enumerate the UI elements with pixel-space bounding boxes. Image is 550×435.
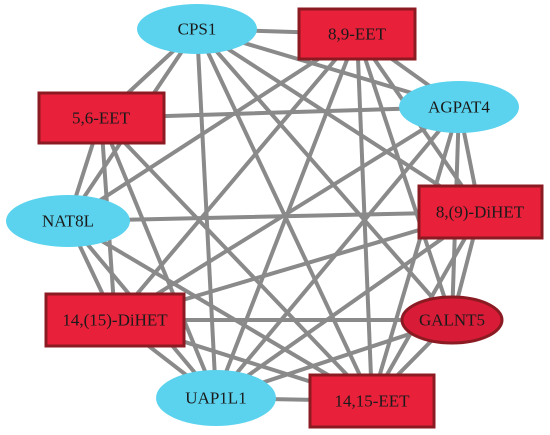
node-uap1l1-shape: [156, 370, 276, 426]
node-dihet1415-shape: [44, 292, 186, 348]
node-cps1-label: CPS1: [178, 20, 217, 39]
edge-dihet89-nat8l: [66, 210, 482, 223]
node-nat8l-label: NAT8L: [42, 212, 94, 231]
node-eet1415-shape: [308, 373, 436, 429]
node-agpat4-label: AGPAT4: [428, 98, 490, 117]
node-dihet89-label: 8,(9)-DiHET: [436, 203, 525, 222]
edge-cps1-dihet89: [195, 27, 482, 214]
edge-agpat4-eet1415: [370, 105, 461, 403]
edge-eet89-galnt5: [355, 32, 454, 322]
node-dihet1415-label: 14,(15)-DiHET: [62, 311, 168, 330]
node-eet89-label: 8,9-EET: [328, 25, 387, 44]
node-uap1l1[interactable]: UAP1L1: [156, 370, 276, 426]
node-eet56-label: 5,6-EET: [72, 109, 131, 128]
node-eet89[interactable]: 8,9-EET: [297, 7, 417, 61]
node-layer: CPS1 8,9-EET 5,6-EET AGPAT4 8,(9)-DiHET …: [6, 4, 544, 429]
edge-eet89-dihet1415: [113, 32, 359, 322]
edge-eet56-eet1415: [99, 116, 374, 403]
node-galnt5-label: GALNT5: [419, 311, 485, 330]
edge-eet56-uap1l1: [99, 116, 218, 400]
node-uap1l1-label: UAP1L1: [185, 389, 246, 408]
node-agpat4[interactable]: AGPAT4: [399, 81, 519, 133]
node-nat8l-shape: [6, 195, 130, 247]
node-eet1415[interactable]: 14,15-EET: [308, 373, 436, 429]
node-cps1[interactable]: CPS1: [137, 4, 257, 54]
node-cps1-shape: [137, 4, 257, 54]
node-dihet89[interactable]: 8,(9)-DiHET: [417, 184, 544, 240]
node-eet56-shape: [37, 91, 166, 145]
node-eet1415-label: 14,15-EET: [334, 392, 410, 411]
node-dihet1415[interactable]: 14,(15)-DiHET: [44, 292, 186, 348]
node-galnt5-shape: [400, 295, 504, 345]
node-agpat4-shape: [399, 81, 519, 133]
edge-eet89-nat8l: [66, 32, 359, 223]
edge-nat8l-eet1415: [66, 219, 374, 403]
node-eet89-shape: [297, 7, 417, 61]
node-dihet89-shape: [417, 184, 544, 240]
node-eet56[interactable]: 5,6-EET: [37, 91, 166, 145]
node-galnt5[interactable]: GALNT5: [400, 295, 504, 345]
node-nat8l[interactable]: NAT8L: [6, 195, 130, 247]
